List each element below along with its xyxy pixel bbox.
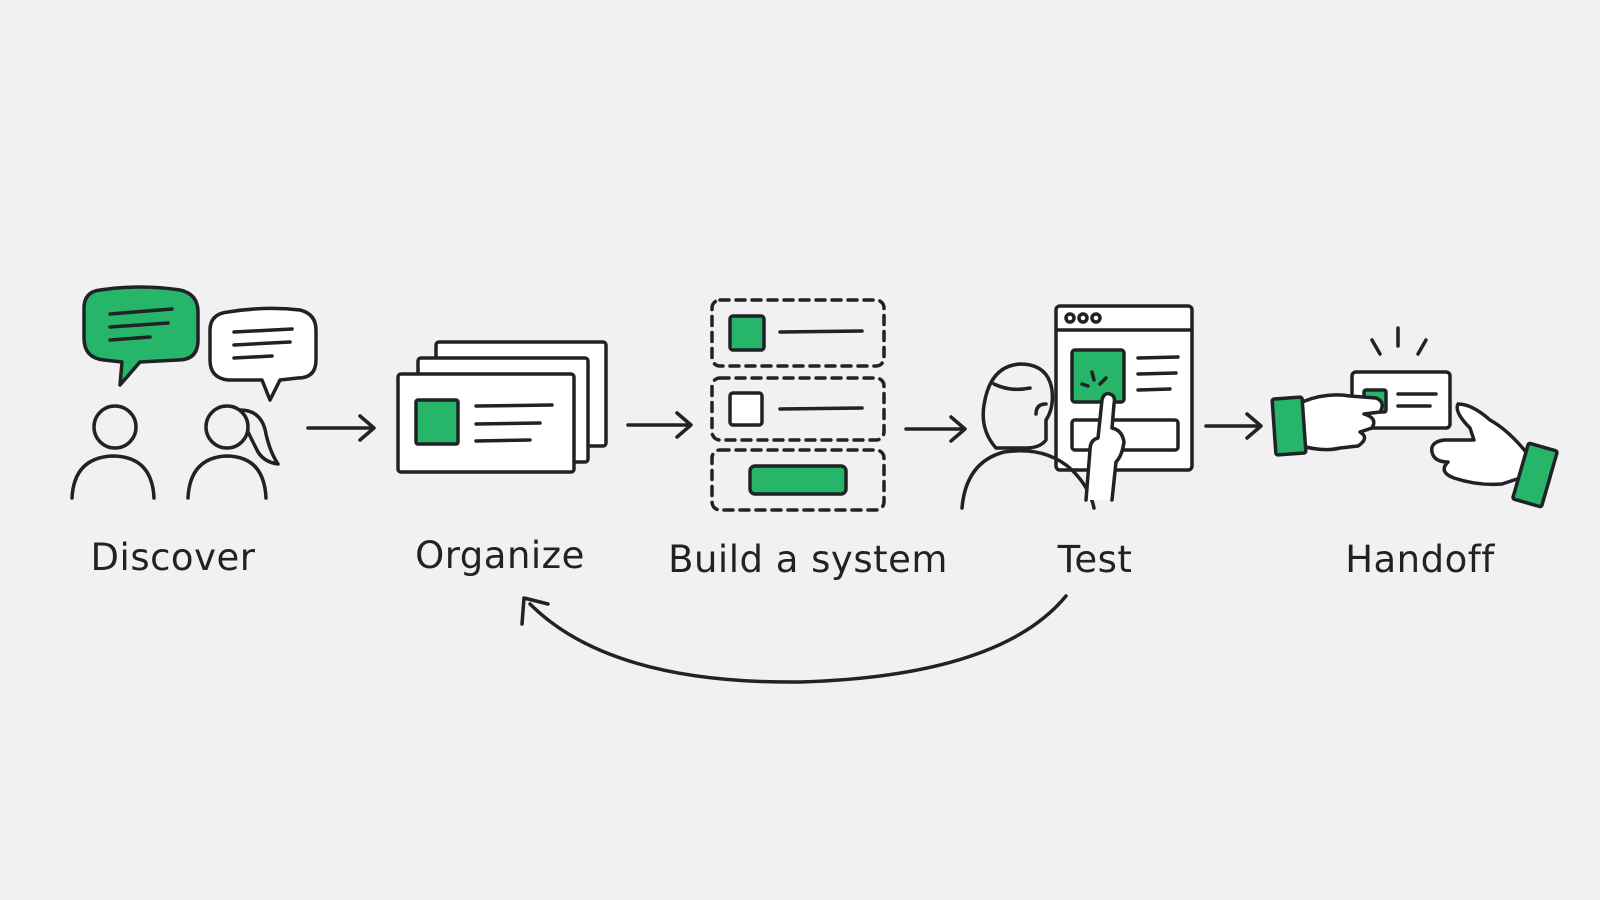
arrow-test-to-handoff: [1204, 412, 1263, 440]
step-label-test: Test: [1057, 538, 1133, 581]
conversation-icon: [70, 285, 318, 500]
handoff-icon: [1270, 326, 1559, 509]
person-icon: [70, 404, 156, 500]
build-step: Build a system: [668, 298, 948, 581]
loop-back-arrow-test-to-organize: [520, 594, 1068, 684]
arrow-discover-to-organize: [306, 414, 376, 442]
primary-button-shape: [748, 464, 848, 496]
arrow-organize-to-build: [626, 411, 693, 439]
stacked-cards-icon: [396, 340, 608, 474]
receiving-hand-icon: [1430, 402, 1559, 509]
person-ponytail-icon: [186, 404, 280, 500]
giving-hand-icon: [1270, 393, 1384, 457]
test-step: Test: [960, 304, 1194, 581]
card-thumbnail: [414, 398, 460, 446]
handoff-step: Handoff: [1270, 326, 1559, 581]
user-testing-icon: [960, 304, 1194, 510]
component-system-icon: [710, 298, 886, 512]
step-label-handoff: Handoff: [1345, 538, 1495, 581]
tester-person-icon: [960, 362, 1096, 510]
step-label-build: Build a system: [668, 538, 948, 581]
sparkle-lines-icon: [1370, 326, 1428, 356]
step-label-organize: Organize: [415, 534, 585, 577]
pointing-hand-icon: [1084, 391, 1126, 502]
discover-step: Discover: [70, 285, 318, 579]
step-label-discover: Discover: [91, 536, 256, 579]
tap-indicator-icon: [1080, 370, 1108, 388]
arrow-build-to-test: [904, 415, 967, 443]
organize-step: Organize: [396, 340, 608, 577]
browser-window-icon: [1054, 304, 1194, 472]
